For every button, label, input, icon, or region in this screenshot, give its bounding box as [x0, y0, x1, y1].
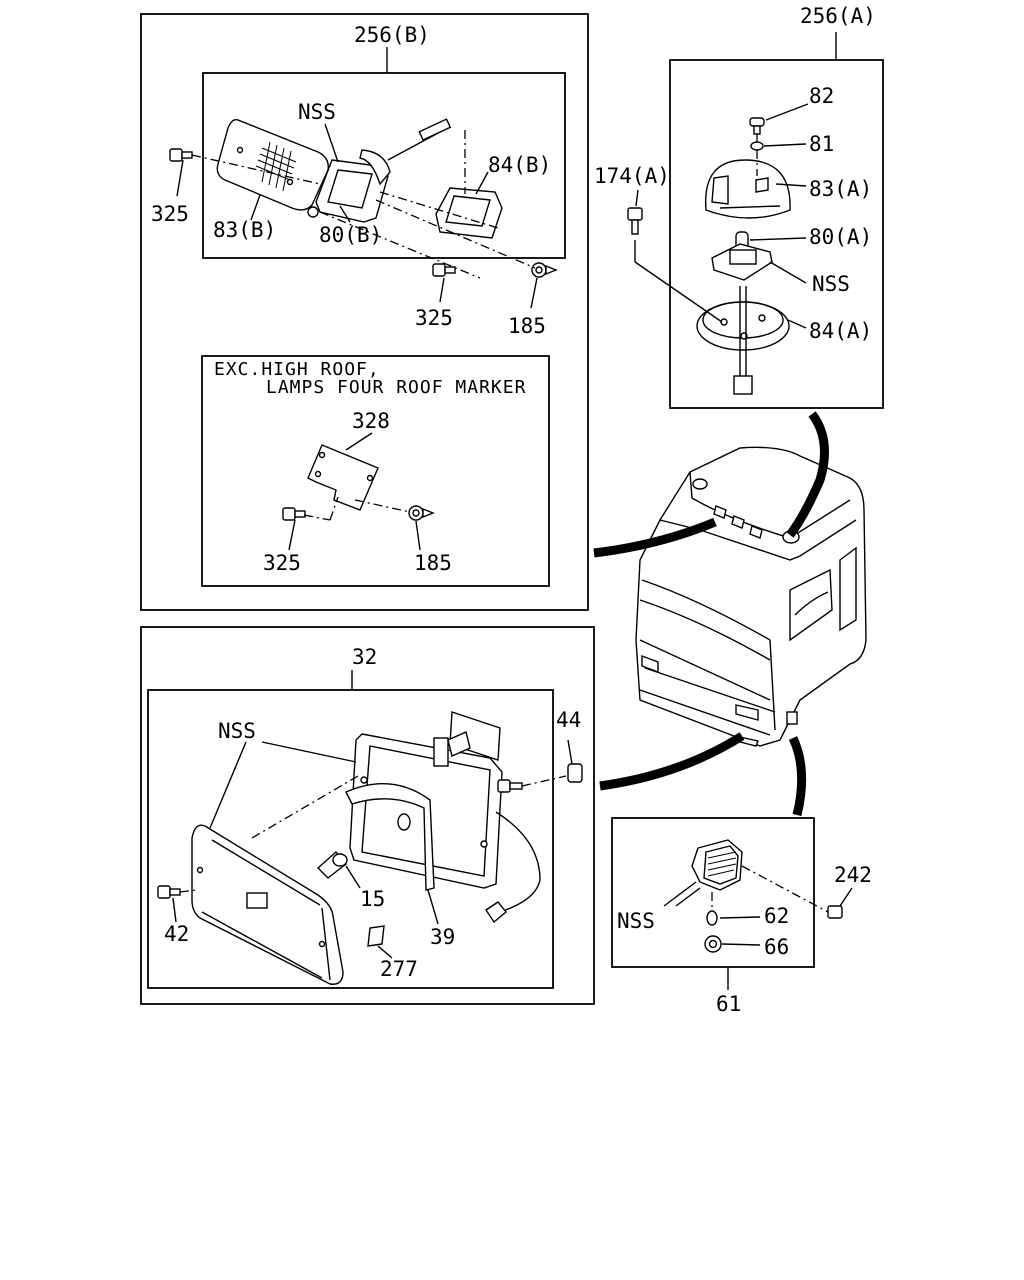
bolt-44 — [497, 763, 583, 793]
leader-lines-32 — [172, 670, 573, 959]
clip-277 — [367, 925, 385, 947]
note-line-2: LAMPS FOUR ROOF MARKER — [266, 377, 526, 398]
leader-lines-256b — [176, 47, 538, 309]
nut-185-top — [531, 262, 558, 278]
part-83a-label: 83(A) — [809, 177, 872, 201]
part-185-a-label: 185 — [508, 314, 546, 338]
marker-lamp-base-84b — [435, 187, 503, 239]
part-15-label: 15 — [360, 887, 385, 911]
screw-42 — [157, 885, 181, 899]
box-256b-inner — [202, 72, 566, 259]
callout-arrows — [593, 411, 829, 817]
part-325-c-label: 325 — [263, 551, 301, 575]
bulb-15 — [316, 850, 348, 879]
part-328-label: 328 — [352, 409, 390, 433]
note-line-1: EXC.HIGH ROOF, — [214, 359, 380, 380]
part-82-label: 82 — [809, 84, 834, 108]
ref-32-label: 32 — [352, 645, 377, 669]
nut-66 — [704, 935, 722, 953]
lens-83a — [704, 159, 791, 219]
bracket-328 — [307, 444, 379, 511]
ref-256b-label: 256(B) — [354, 23, 430, 47]
part-185-b-label: 185 — [414, 551, 452, 575]
box-256b-outer — [140, 13, 589, 611]
part-84a-label: 84(A) — [809, 319, 872, 343]
fog-lamp-band-39 — [345, 782, 435, 891]
screw-82 — [749, 117, 765, 135]
nss-side-label: NSS — [617, 909, 655, 933]
box-32-outer — [140, 626, 595, 1005]
nss-roof-label: NSS — [812, 272, 850, 296]
box-32-inner — [147, 689, 554, 989]
part-42-label: 42 — [164, 922, 189, 946]
part-44-label: 44 — [556, 708, 581, 732]
washer-81 — [750, 141, 764, 151]
part-80b-label: 80(B) — [319, 223, 382, 247]
part-66-label: 66 — [764, 935, 789, 959]
bulb-62 — [706, 910, 718, 926]
leader-lines-256a — [634, 32, 837, 329]
nss-top-label: NSS — [298, 100, 336, 124]
part-81-label: 81 — [809, 132, 834, 156]
marker-lamp-housing-80b — [307, 118, 452, 223]
part-242-label: 242 — [834, 863, 872, 887]
part-84b-label: 84(B) — [488, 153, 551, 177]
base-84a — [696, 301, 790, 351]
plate-nss — [711, 243, 773, 281]
screw-325-top-a — [169, 148, 193, 162]
bolt-174a — [627, 207, 643, 235]
leader-lines-61 — [663, 865, 853, 990]
box-61 — [611, 817, 815, 968]
ref-61-label: 61 — [716, 992, 741, 1016]
ref-256a-label: 256(A) — [800, 4, 876, 28]
fog-lamp-wire — [485, 811, 541, 924]
part-62-label: 62 — [764, 904, 789, 928]
box-exc-note — [201, 355, 550, 587]
part-80a-label: 80(A) — [809, 225, 872, 249]
fog-lamp-bracket — [433, 711, 501, 767]
part-39-label: 39 — [430, 925, 455, 949]
leader-lines-note — [288, 432, 421, 551]
screw-325-note — [282, 507, 306, 521]
nss-fog-label: NSS — [218, 719, 256, 743]
truck-cab — [635, 446, 867, 747]
screw-242 — [827, 905, 843, 919]
part-174a-label: 174(A) — [594, 164, 670, 188]
wire-connector — [733, 286, 753, 395]
part-83b-label: 83(B) — [213, 218, 276, 242]
part-325-a-label: 325 — [151, 202, 189, 226]
screw-325-top-b — [432, 263, 456, 277]
fog-lamp-bezel — [191, 824, 344, 985]
nut-185-note — [408, 505, 435, 521]
part-277-label: 277 — [380, 957, 418, 981]
side-lamp-housing — [691, 839, 743, 891]
part-325-b-label: 325 — [415, 306, 453, 330]
box-256a — [669, 59, 884, 409]
